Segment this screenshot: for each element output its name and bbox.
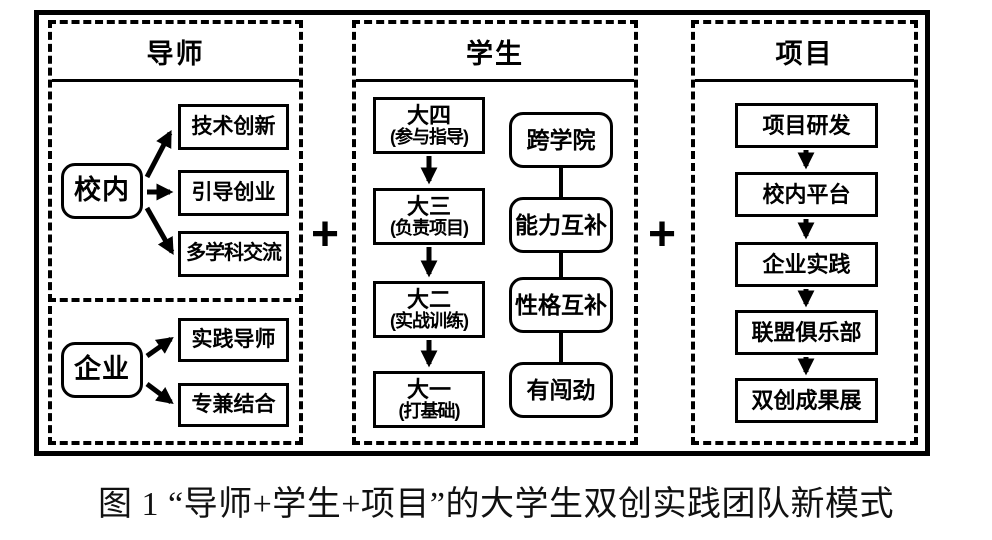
grade-sophomore-role: (实战训练): [390, 310, 469, 331]
enterprise-node: 企业: [61, 342, 143, 398]
stage-campus-platform: 校内平台: [735, 172, 878, 217]
grade-sophomore-title: 大二: [406, 286, 451, 312]
student-header: 学生: [356, 24, 634, 82]
trait-ability-complement: 能力互补: [509, 197, 613, 253]
target-tech-innovation: 技术创新: [178, 104, 289, 150]
stage-project-rd: 项目研发: [735, 103, 878, 148]
grade-freshman: 大一 (打基础): [373, 371, 485, 428]
grade-sophomore: 大二 (实战训练): [373, 281, 485, 338]
stage-enterprise-practice: 企业实践: [735, 242, 878, 287]
stage-alliance-club: 联盟俱乐部: [735, 310, 878, 355]
plus-sign-1: +: [310, 208, 340, 261]
trait-cross-college: 跨学院: [509, 112, 613, 168]
mentor-header: 导师: [52, 24, 299, 82]
target-guide-startup: 引导创业: [178, 170, 289, 216]
grade-junior: 大三 (负责项目): [373, 188, 485, 245]
stage-achievement-expo: 双创成果展: [735, 378, 878, 423]
figure-caption: 图 1 “导师+学生+项目”的大学生双创实践团队新模式: [97, 486, 895, 523]
grade-junior-title: 大三: [406, 193, 451, 219]
target-full-part-time: 专兼结合: [178, 383, 289, 427]
column-project: 项目: [691, 20, 918, 445]
column-mentor: 导师: [48, 20, 303, 445]
target-practice-mentor: 实践导师: [178, 318, 289, 362]
grade-freshman-title: 大一: [406, 376, 451, 402]
grade-junior-role: (负责项目): [390, 217, 469, 238]
grade-senior: 大四 (参与指导): [373, 97, 485, 154]
grade-freshman-role: (打基础): [398, 400, 461, 421]
plus-sign-2: +: [647, 208, 677, 261]
column-student: 学生: [352, 20, 638, 445]
project-header: 项目: [695, 24, 914, 82]
trait-drive: 有闯劲: [509, 362, 613, 418]
mentor-section-divider: [48, 298, 303, 302]
grade-senior-title: 大四: [406, 102, 451, 128]
campus-node: 校内: [61, 163, 143, 219]
grade-senior-role: (参与指导): [390, 126, 469, 147]
trait-personality-complement: 性格互补: [509, 277, 613, 333]
target-multidisciplinary: 多学科交流: [178, 231, 289, 277]
